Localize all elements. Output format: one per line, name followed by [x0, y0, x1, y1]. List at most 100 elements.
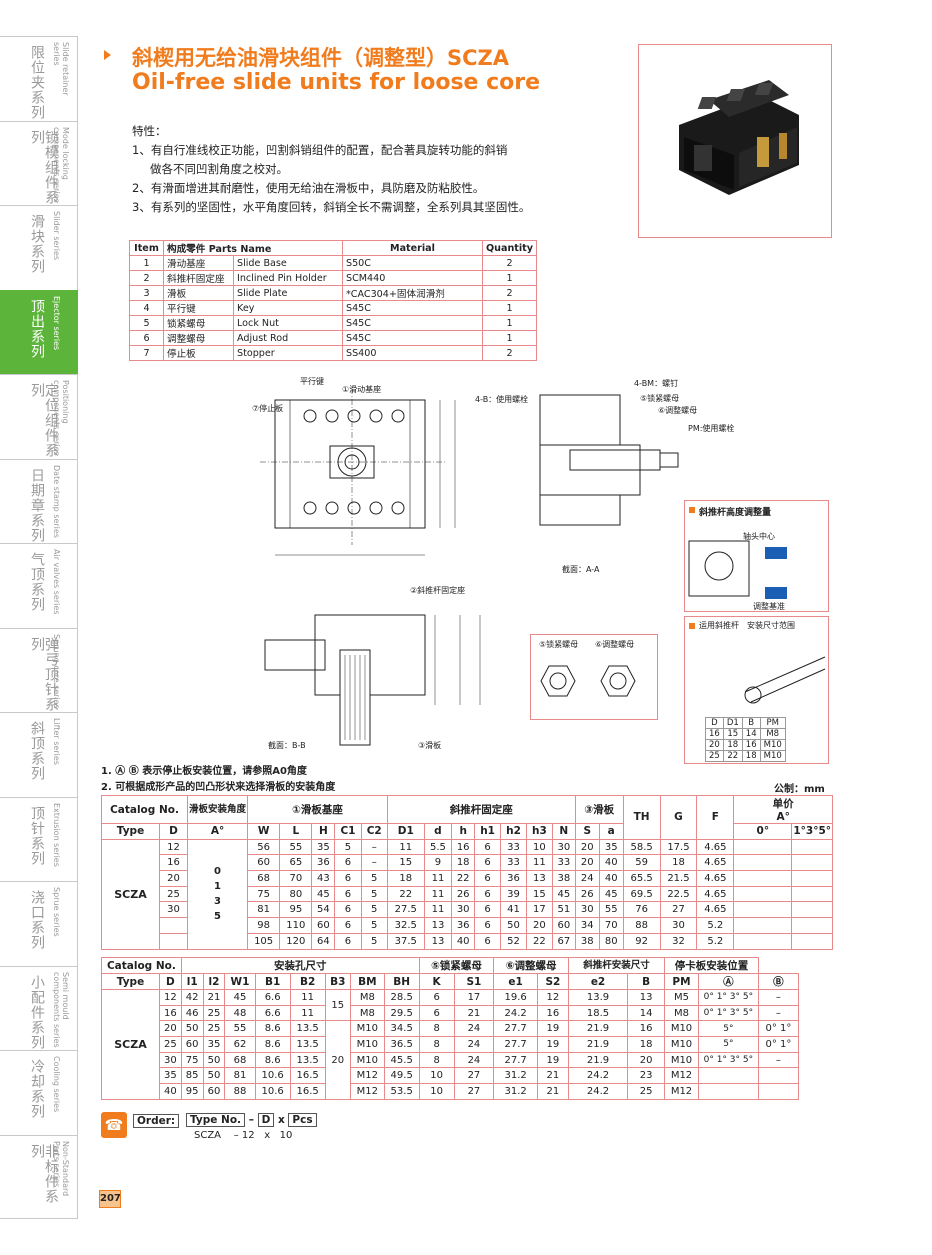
- col-header: Item: [129, 240, 164, 256]
- table-cell: 0° 1°: [757, 1020, 800, 1038]
- table-cell: 55: [279, 838, 313, 856]
- table-cell: S: [574, 823, 600, 840]
- table-cell: 45: [311, 885, 336, 903]
- table-cell: 60: [180, 1036, 204, 1053]
- table-cell: 11: [386, 838, 425, 856]
- table-cell: [697, 1067, 759, 1085]
- table-cell: 98: [247, 917, 281, 934]
- sidebar-tab-cn: 气顶系列: [29, 552, 45, 612]
- table-cell: 70: [598, 917, 624, 934]
- table-cell: [791, 885, 833, 903]
- table-cell: 76: [622, 901, 661, 919]
- table-cell: 8: [418, 1020, 455, 1038]
- table-cell: *CAC304+固体润滑剂: [341, 285, 483, 301]
- table-cell: 5: [360, 885, 388, 903]
- sidebar-tab[interactable]: 日期章系列 Date stamp series: [0, 458, 78, 543]
- table-cell: 13.5: [289, 1051, 326, 1069]
- table-cell: d: [423, 823, 453, 840]
- table-cell: 21: [453, 1004, 495, 1022]
- table-cell: 20: [574, 838, 600, 856]
- table-cell: 15: [722, 728, 743, 740]
- table-cell: 6: [474, 885, 502, 903]
- table-cell: 45: [598, 885, 624, 903]
- table-cell: 12: [159, 838, 188, 856]
- table-cell: 5.2: [696, 932, 735, 950]
- sidebar-tab-cn: 冷却系列: [29, 1059, 45, 1119]
- table-cell: 60: [551, 917, 576, 934]
- table-cell: BM: [349, 973, 385, 990]
- table-cell: 11: [423, 901, 453, 919]
- table-cell: 88: [622, 917, 661, 934]
- table-cell: 20: [159, 1020, 182, 1038]
- table-cell: 18.5: [567, 1004, 629, 1022]
- orange-square-icon: [689, 507, 695, 513]
- table-cell: 55: [224, 1020, 256, 1038]
- label-nut6: ⑥调整螺母: [595, 640, 635, 649]
- col-header: D1: [722, 717, 743, 729]
- table-cell: 69.5: [622, 885, 661, 903]
- table-cell: 25: [705, 750, 724, 762]
- table-cell: 95: [180, 1083, 204, 1100]
- orange-square-icon: [689, 623, 695, 629]
- table-cell: 13.9: [567, 989, 629, 1006]
- table-cell: 33: [551, 854, 576, 872]
- table-cell: 10.6: [254, 1083, 291, 1100]
- sidebar-tab-cn: 弹弓顶针系列: [29, 636, 59, 712]
- sidebar-tab-en: Date stamp series: [52, 464, 61, 538]
- table-cell: Ⓐ: [697, 973, 759, 990]
- table-cell: 10: [525, 838, 553, 856]
- table-cell: 11: [525, 854, 553, 872]
- table-cell: 38: [574, 932, 600, 950]
- table-cell: 24: [453, 1020, 495, 1038]
- table-cell: 27.7: [493, 1036, 538, 1053]
- table-cell: –: [757, 1004, 800, 1022]
- table-cell: 22: [386, 885, 425, 903]
- table-cell: 0°: [733, 823, 793, 840]
- table-cell: a: [598, 823, 624, 840]
- table-cell: 70: [279, 870, 313, 887]
- table-cell: 12: [159, 989, 182, 1006]
- table-cell: 0° 1° 3° 5°: [697, 989, 759, 1006]
- order-example-part: 10: [279, 1130, 293, 1141]
- table-cell: Slide Plate: [233, 285, 343, 301]
- table-cell: M10: [349, 1036, 385, 1053]
- sidebar-tab-cn: 日期章系列: [29, 467, 45, 543]
- table-cell: 滑板: [163, 285, 234, 301]
- table-cell: 8.6: [254, 1036, 291, 1053]
- label-base: ①滑动基座: [342, 385, 382, 394]
- table-cell: 12: [536, 989, 569, 1006]
- table-cell: 43: [311, 870, 336, 887]
- table-cell: 13.5: [289, 1020, 326, 1038]
- table-cell: 11: [289, 989, 326, 1006]
- table-cell: 32: [659, 932, 698, 950]
- table-cell: e2: [567, 973, 629, 990]
- table-cell: Type: [101, 973, 160, 990]
- table-cell: 21: [536, 1067, 569, 1085]
- table-cell: 安装孔尺寸: [180, 957, 420, 974]
- table-cell: 6: [474, 838, 502, 856]
- table-cell: 19.6: [493, 989, 538, 1006]
- table-cell: 斜推杆固定座: [163, 270, 234, 286]
